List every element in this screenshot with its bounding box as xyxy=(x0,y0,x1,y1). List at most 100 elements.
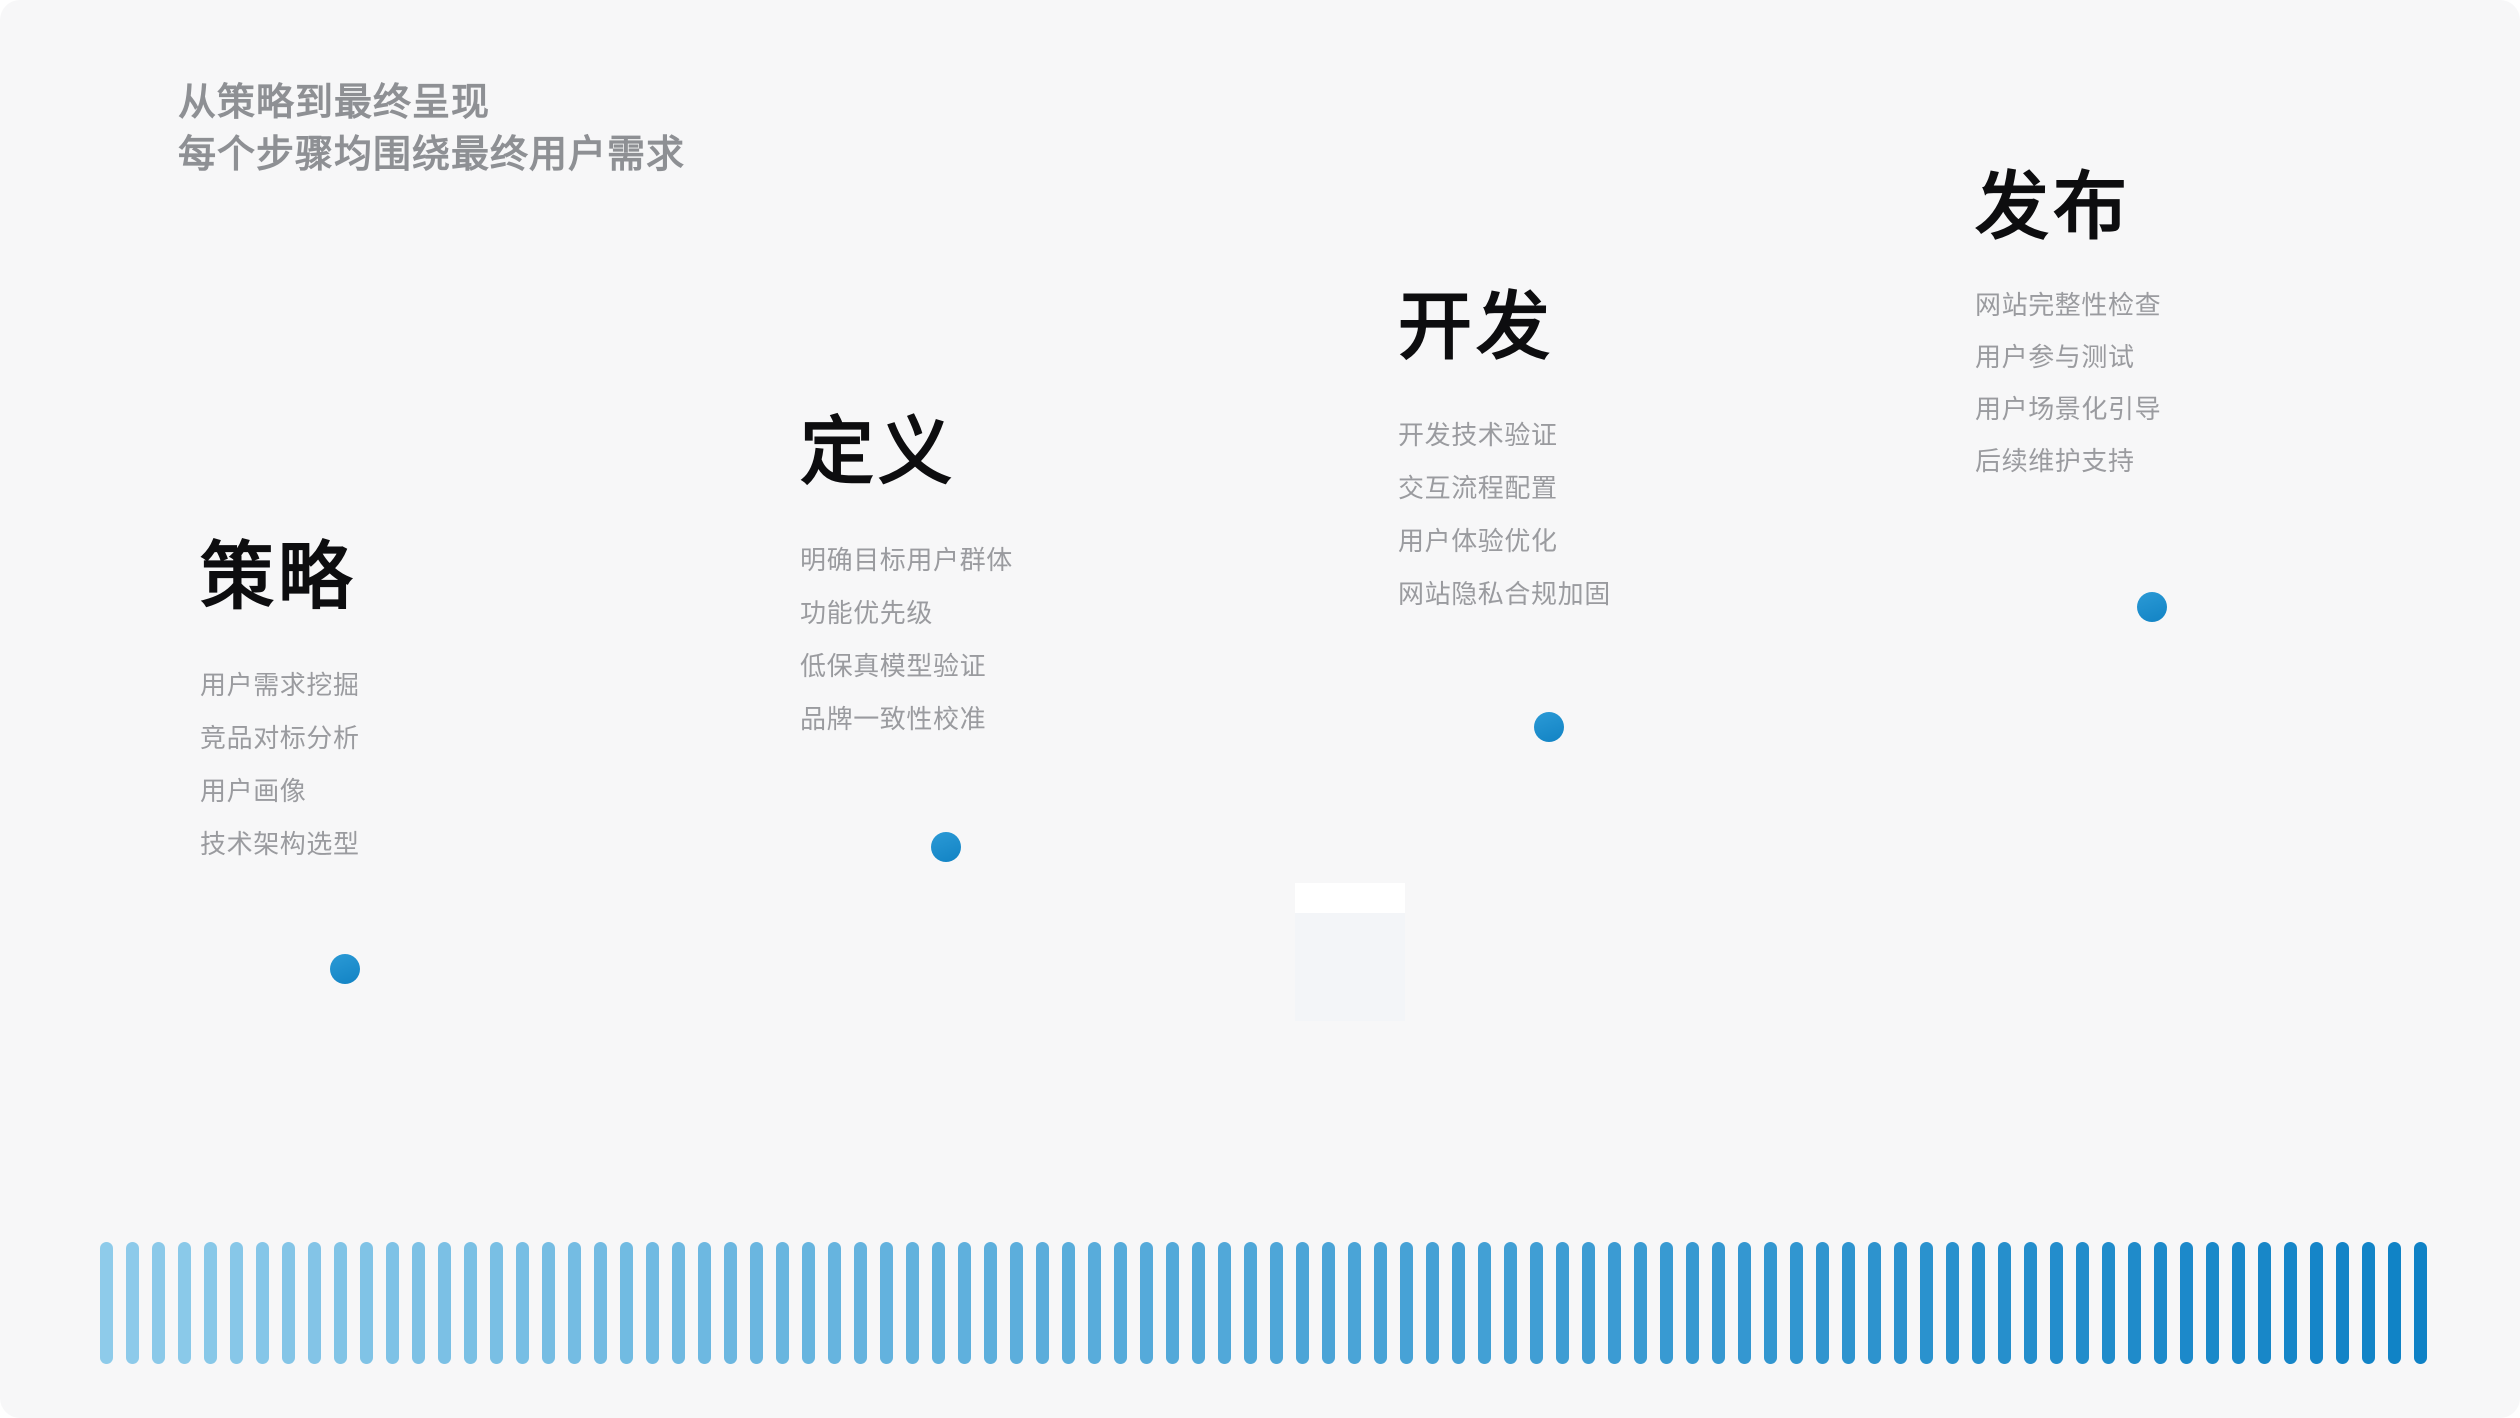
timeline-bar xyxy=(1348,1242,1361,1364)
timeline-bar xyxy=(1322,1242,1335,1364)
timeline-bar xyxy=(126,1242,139,1364)
timeline-bar xyxy=(646,1242,659,1364)
timeline-marker-stem xyxy=(942,854,950,1226)
timeline-bar xyxy=(2310,1242,2323,1364)
timeline-bar xyxy=(802,1242,815,1364)
timeline-bar xyxy=(1556,1242,1569,1364)
timeline-marker-stem xyxy=(1545,734,1553,1226)
timeline-bar xyxy=(750,1242,763,1364)
timeline-bar xyxy=(2284,1242,2297,1364)
list-item: 技术架构选型 xyxy=(200,829,360,859)
timeline-bar xyxy=(386,1242,399,1364)
timeline-bar xyxy=(1088,1242,1101,1364)
timeline-bar xyxy=(1738,1242,1751,1364)
timeline-bar xyxy=(906,1242,919,1364)
timeline-bar xyxy=(1166,1242,1179,1364)
timeline-marker-stem xyxy=(341,976,349,1226)
timeline-bar xyxy=(1920,1242,1933,1364)
list-item: 明确目标用户群体 xyxy=(800,545,1013,575)
timeline-bar xyxy=(438,1242,451,1364)
timeline-marker-dot-icon[interactable] xyxy=(2137,592,2167,622)
stage-column-launch[interactable]: 发布 网站完整性检查 用户参与测试 用户场景化引导 后续维护支持 xyxy=(1975,170,2395,500)
list-item: 品牌一致性校准 xyxy=(800,704,987,734)
timeline-bar xyxy=(2388,1242,2401,1364)
timeline-bar xyxy=(2154,1242,2167,1364)
placeholder-artifact-top xyxy=(1295,883,1405,913)
timeline-marker-dot-icon[interactable] xyxy=(931,832,961,862)
list-item: 网站完整性检查 xyxy=(1975,290,2162,320)
timeline-bar xyxy=(1504,1242,1517,1364)
stage-title: 定义 xyxy=(800,410,956,493)
timeline-bar xyxy=(1660,1242,1673,1364)
timeline-bar xyxy=(360,1242,373,1364)
stage-item-list: 开发技术验证 交互流程配置 用户体验优化 网站隐私合规加固 xyxy=(1398,422,1818,607)
timeline-bar xyxy=(1894,1242,1907,1364)
timeline-bar xyxy=(776,1242,789,1364)
timeline-bar xyxy=(2206,1242,2219,1364)
timeline-bar xyxy=(932,1242,945,1364)
timeline-bar xyxy=(2180,1242,2193,1364)
stage-title: 发布 xyxy=(1975,165,2131,248)
timeline-bar xyxy=(2232,1242,2245,1364)
timeline-bar xyxy=(1452,1242,1465,1364)
timeline-bar xyxy=(1296,1242,1309,1364)
stage-column-define[interactable]: 定义 明确目标用户群体 功能优先级 低保真模型验证 品牌一致性校准 xyxy=(800,415,1220,759)
timeline-bar xyxy=(2050,1242,2063,1364)
timeline-marker-dot-icon[interactable] xyxy=(1534,712,1564,742)
timeline-bar xyxy=(2336,1242,2349,1364)
timeline-bar xyxy=(282,1242,295,1364)
timeline-bar xyxy=(1712,1242,1725,1364)
header-line-2: 每个步骤均围绕最终用户需求 xyxy=(178,133,686,176)
stage-column-develop[interactable]: 开发 开发技术验证 交互流程配置 用户体验优化 网站隐私合规加固 xyxy=(1398,290,1818,634)
timeline-bar xyxy=(152,1242,165,1364)
timeline-bar xyxy=(1270,1242,1283,1364)
timeline-bar xyxy=(1634,1242,1647,1364)
timeline-bar xyxy=(308,1242,321,1364)
timeline-bar xyxy=(464,1242,477,1364)
timeline-bar xyxy=(958,1242,971,1364)
timeline-bar xyxy=(568,1242,581,1364)
header-block: 从策略到最终呈现 每个步骤均围绕最终用户需求 xyxy=(178,78,1178,181)
timeline-bar xyxy=(1686,1242,1699,1364)
timeline-bar xyxy=(594,1242,607,1364)
timeline-bar xyxy=(1608,1242,1621,1364)
timeline-bar xyxy=(412,1242,425,1364)
timeline-bar xyxy=(828,1242,841,1364)
list-item: 用户场景化引导 xyxy=(1975,394,2162,424)
timeline-bar xyxy=(1192,1242,1205,1364)
timeline-bar xyxy=(1972,1242,1985,1364)
timeline-bar xyxy=(1790,1242,1803,1364)
timeline-bar xyxy=(516,1242,529,1364)
timeline-bar xyxy=(880,1242,893,1364)
timeline-bar xyxy=(1842,1242,1855,1364)
timeline-bar xyxy=(1218,1242,1231,1364)
timeline-bar xyxy=(230,1242,243,1364)
list-item: 低保真模型验证 xyxy=(800,651,987,681)
timeline-bar xyxy=(1946,1242,1959,1364)
timeline-bar xyxy=(1062,1242,1075,1364)
timeline-bar xyxy=(2128,1242,2141,1364)
stage-title: 开发 xyxy=(1398,285,1554,368)
timeline-bar xyxy=(854,1242,867,1364)
timeline-bar xyxy=(2076,1242,2089,1364)
timeline-bar xyxy=(256,1242,269,1364)
timeline-bar xyxy=(334,1242,347,1364)
timeline-marker-dot-icon[interactable] xyxy=(330,954,360,984)
list-item: 用户体验优化 xyxy=(1398,526,1558,556)
stage-column-strategy[interactable]: 策略 用户需求挖掘 竞品对标分析 用户画像 技术架构选型 xyxy=(200,540,620,884)
stage-title: 策略 xyxy=(200,535,356,618)
list-item: 功能优先级 xyxy=(800,598,934,628)
timeline-bar-strip[interactable] xyxy=(100,1242,2440,1364)
header-line-1: 从策略到最终呈现 xyxy=(178,82,491,124)
timeline-bar xyxy=(100,1242,113,1364)
timeline-bar xyxy=(620,1242,633,1364)
timeline-bar xyxy=(2414,1242,2427,1364)
timeline-bar xyxy=(984,1242,997,1364)
timeline-bar xyxy=(2102,1242,2115,1364)
stage-item-list: 明确目标用户群体 功能优先级 低保真模型验证 品牌一致性校准 xyxy=(800,547,1220,732)
timeline-bar xyxy=(178,1242,191,1364)
timeline-bar xyxy=(1478,1242,1491,1364)
stage-item-list: 用户需求挖掘 竞品对标分析 用户画像 技术架构选型 xyxy=(200,672,620,857)
timeline-bar xyxy=(1374,1242,1387,1364)
